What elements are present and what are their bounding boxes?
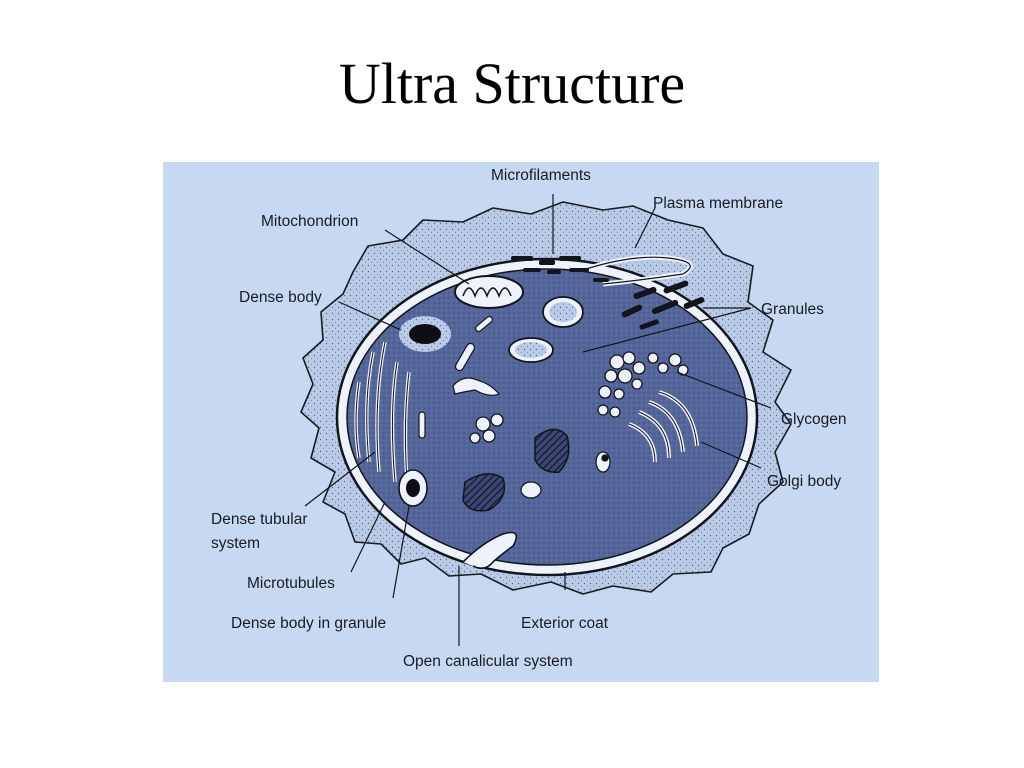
microfilaments bbox=[511, 256, 609, 282]
leader-lines bbox=[304, 194, 772, 646]
mitochondrion bbox=[454, 275, 524, 309]
label-microtubules: Microtubules bbox=[247, 575, 335, 592]
label-granules: Granules bbox=[761, 301, 824, 318]
platelet-diagram: Microfilaments Plasma membrane Mitochond… bbox=[163, 162, 879, 682]
label-exterior-coat: Exterior coat bbox=[521, 615, 609, 632]
label-microfilaments: Microfilaments bbox=[491, 167, 591, 184]
glycogen bbox=[469, 351, 689, 444]
label-glycogen: Glycogen bbox=[781, 411, 846, 428]
label-open-canalicular-system: Open canalicular system bbox=[403, 653, 573, 670]
slide-title: Ultra Structure bbox=[338, 51, 686, 116]
label-dense-body-in-granule: Dense body in granule bbox=[231, 615, 386, 632]
label-dense-body: Dense body bbox=[239, 289, 322, 306]
dense-body bbox=[399, 316, 451, 352]
label-dense-tubular-line2: system bbox=[211, 535, 260, 552]
hatched-granule bbox=[462, 473, 506, 512]
label-mitochondrion: Mitochondrion bbox=[261, 213, 358, 230]
tubules bbox=[418, 315, 500, 439]
hatched-granule bbox=[534, 428, 570, 473]
granules bbox=[621, 280, 705, 330]
label-plasma-membrane: Plasma membrane bbox=[653, 195, 783, 212]
small-granules bbox=[520, 451, 611, 499]
dense-body-in-granule bbox=[398, 469, 428, 507]
open-canalicular-system bbox=[462, 531, 518, 570]
label-dense-tubular-line1: Dense tubular bbox=[211, 511, 308, 528]
label-golgi-body: Golgi body bbox=[767, 473, 841, 490]
